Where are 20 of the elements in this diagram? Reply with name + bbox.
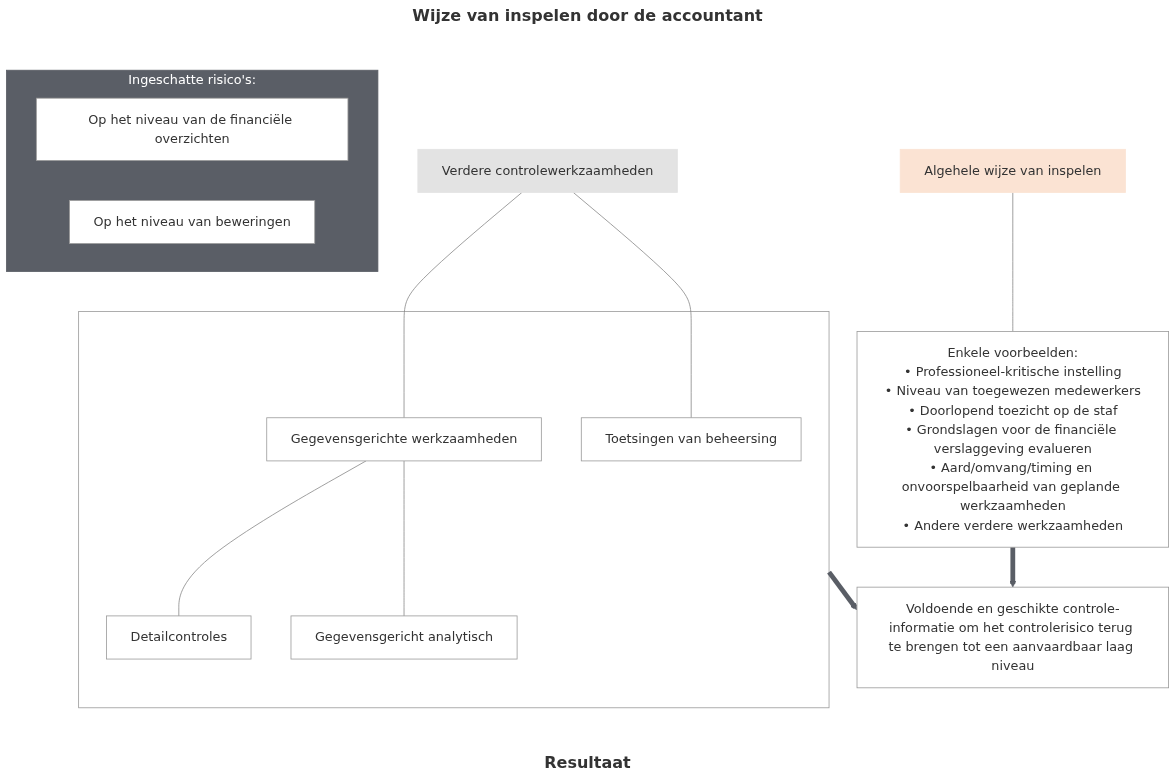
node-box: Op het niveau van beweringen <box>69 200 316 244</box>
node-box: Voldoende en geschikte controle-informatie om het controlerisico terug te brengen tot een aanvaardbaar laag niveau <box>856 586 1169 689</box>
node-box: Gegevensgerichte werkzaamheden <box>266 417 542 462</box>
connector <box>178 460 367 617</box>
cluster <box>78 311 830 709</box>
node-box: Gegevensgericht analytisch <box>290 615 518 660</box>
node-box: Verdere controlewerkzaamheden <box>417 148 678 193</box>
connector <box>572 192 692 419</box>
heading-label: Resultaat <box>544 753 631 772</box>
connector <box>403 192 523 419</box>
node-box: Detailcontroles <box>106 615 252 660</box>
arrow <box>827 570 858 611</box>
node-box: Algehele wijze van inspelen <box>899 148 1126 193</box>
node-box: Enkele voorbeelden: • Professioneel-kritische instelling • Niveau van toegewezen medewerkers • Doorlopend toezicht op de staf • Grondslagen voor de financiële verslaggeving evalueren • Aard/omvang/timing en onvoorspelbaarheid van geplande werkzaamheden • Andere verdere werkzaamheden <box>856 331 1169 548</box>
heading-label: Wijze van inspelen door de accountant <box>412 6 763 25</box>
arrow <box>1009 547 1017 588</box>
node-box: Op het niveau van de financiële overzichten <box>35 97 349 161</box>
node-box: Toetsingen van beheersing <box>580 417 802 462</box>
connector <box>403 460 405 617</box>
connector <box>1012 192 1014 332</box>
